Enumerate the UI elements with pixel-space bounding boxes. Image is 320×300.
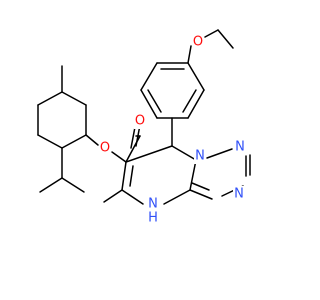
bond [182, 89, 197, 113]
bond [187, 45, 192, 64]
bond [147, 89, 162, 113]
bond [121, 161, 127, 191]
bond [111, 151, 127, 163]
atom-label-background [134, 113, 146, 129]
atom-label-background [147, 210, 159, 226]
atom-label-o-carbonyl: O [135, 114, 145, 129]
atom-label-background [194, 148, 206, 164]
bond [204, 29, 219, 38]
bond [37, 91, 63, 106]
bond [140, 62, 158, 91]
bond [121, 189, 144, 205]
bond [187, 62, 205, 91]
bond [37, 134, 63, 149]
bond [61, 177, 85, 193]
atom-label-nh-h: H [148, 211, 158, 226]
atom-label-n3: N [234, 187, 244, 202]
atom-label-background [192, 34, 204, 50]
atom-label-n2: N [235, 140, 245, 155]
bond [125, 145, 173, 163]
atom-label-background [99, 140, 111, 156]
atom-label-background [233, 186, 245, 202]
bond [189, 189, 213, 200]
bond-layer [37, 29, 251, 205]
atom-label-background [147, 196, 159, 212]
bond [163, 189, 191, 205]
bond [189, 159, 197, 191]
bond [191, 182, 210, 191]
bond [61, 91, 87, 106]
atom-label-n1: N [195, 149, 205, 164]
bond [85, 134, 99, 146]
bond [61, 134, 87, 149]
atom-label-nh: N [148, 197, 158, 212]
atom-label-o-ester: O [100, 141, 110, 156]
bond [103, 189, 123, 203]
bond [130, 126, 136, 149]
atom-label-background [234, 139, 246, 155]
atom-label-o-ether: O [193, 35, 203, 50]
bond [187, 89, 205, 119]
bond [217, 29, 234, 49]
bond [206, 148, 233, 159]
bond [129, 165, 134, 187]
bond [171, 145, 197, 161]
bond [140, 89, 158, 119]
bond [39, 177, 63, 193]
